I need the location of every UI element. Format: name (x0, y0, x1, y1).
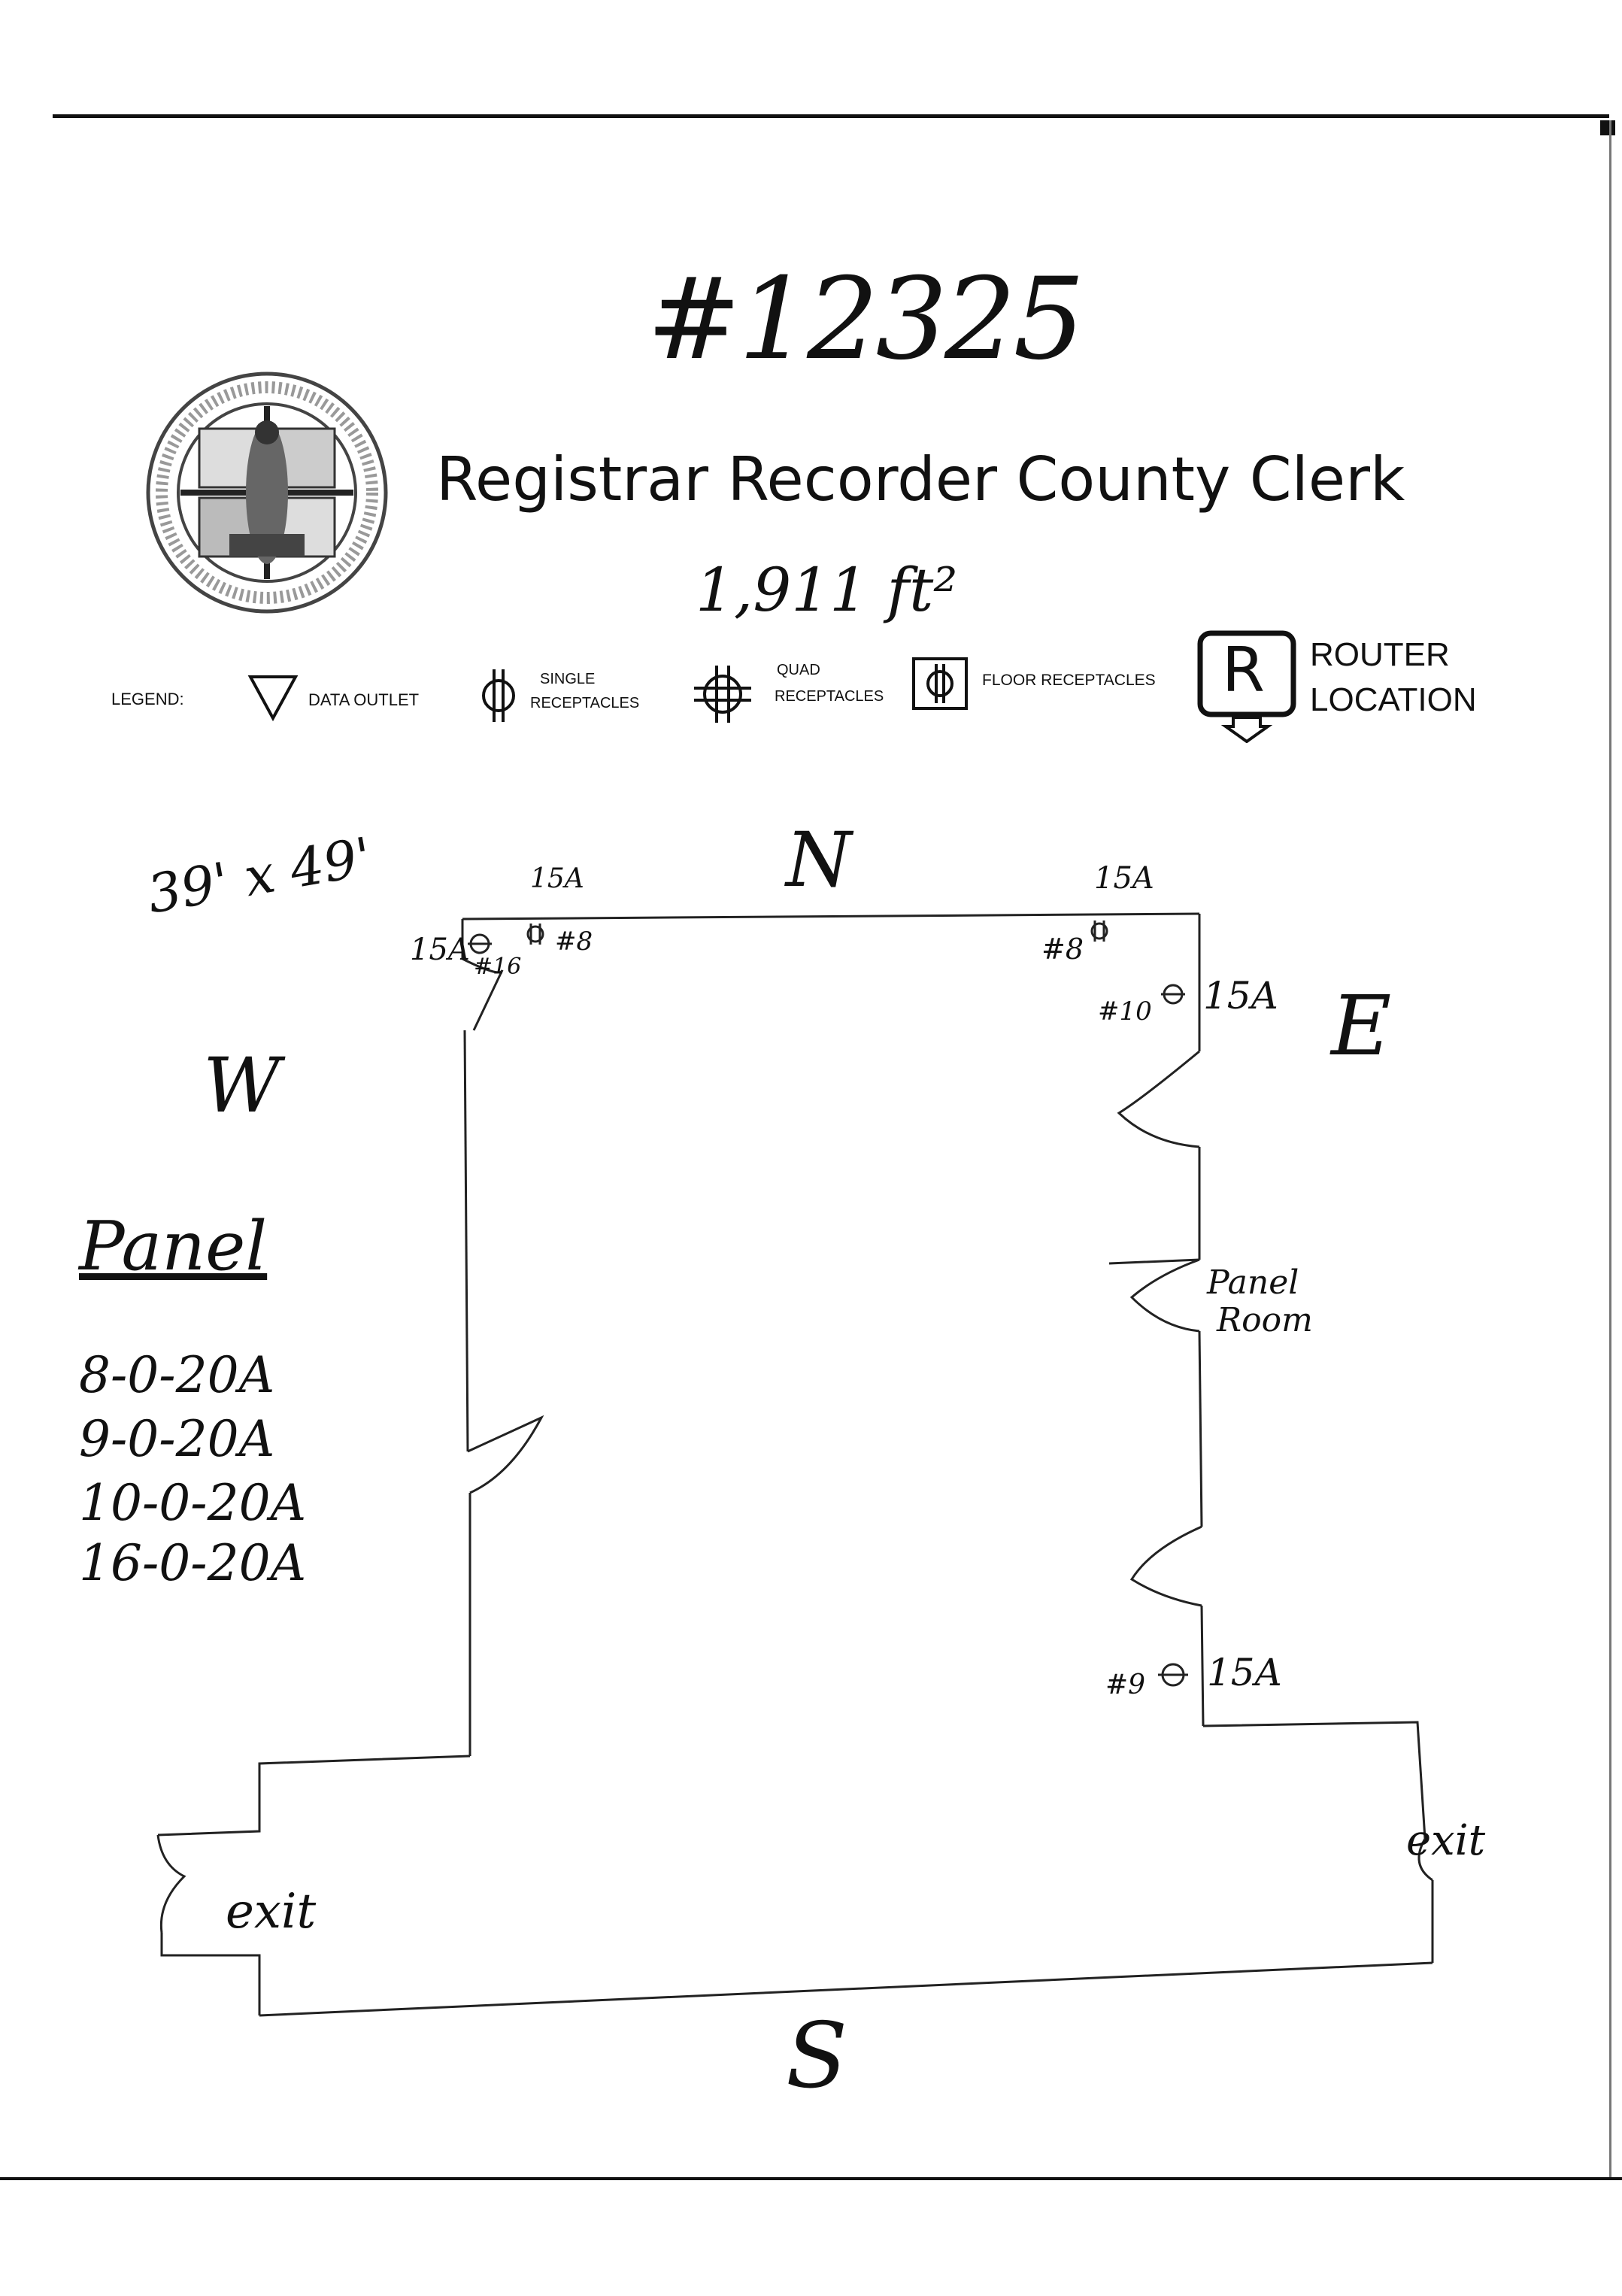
amp-label: 15A (410, 933, 470, 967)
circuit-label: #9 (1105, 1670, 1146, 1700)
compass-south: S (786, 2004, 848, 2109)
circuit-label: #8 (555, 927, 593, 957)
compass-east: E (1331, 978, 1392, 1074)
amp-label: 15A (1203, 974, 1278, 1018)
amp-label: 15A (530, 863, 584, 894)
data-outlet-symbol-icon (247, 675, 299, 722)
scan-border-top (53, 114, 1609, 118)
circuit-label: #16 (474, 954, 522, 980)
panel-heading: Panel (79, 1207, 268, 1286)
amp-label: 15A (1094, 861, 1154, 896)
exit-label: exit (226, 1884, 317, 1940)
legend-single-line2: RECEPTACLES (530, 695, 640, 711)
area-label: 1,911 ft² (696, 555, 958, 625)
exit-label: exit (1406, 1816, 1486, 1865)
panel-circuit: 9-0-20A (79, 1410, 275, 1468)
legend-single-line1: SINGLE (540, 671, 596, 687)
legend-floor: FLOOR RECEPTACLES (982, 672, 1156, 689)
router-symbol-icon (1197, 630, 1296, 743)
legend-quad-line1: QUAD (777, 662, 820, 678)
compass-north: N (786, 816, 852, 904)
panel-circuit: 16-0-20A (79, 1534, 307, 1592)
scan-border-bottom (0, 2177, 1622, 2180)
panel-circuit: 10-0-20A (79, 1474, 307, 1532)
panel-room-label-line1: Panel (1207, 1263, 1299, 1302)
floor-receptacle-symbol-icon (912, 657, 968, 710)
amp-label: 15A (1207, 1651, 1282, 1694)
legend-label: LEGEND: (111, 690, 184, 708)
panel-circuit: 8-0-20A (79, 1346, 275, 1404)
scan-border-right (1609, 120, 1611, 2177)
county-seal-logo (146, 372, 388, 614)
job-number: #12325 (647, 254, 1085, 385)
panel-room-label-line2: Room (1217, 1301, 1313, 1339)
circuit-label: #10 (1098, 996, 1152, 1027)
single-receptacle-symbol-icon (482, 669, 515, 722)
legend-router-line2: LOCATION (1310, 681, 1477, 718)
legend-data-outlet: DATA OUTLET (308, 690, 420, 709)
legend-router-line1: ROUTER (1310, 636, 1450, 673)
compass-west: W (203, 1042, 280, 1130)
scan-corner-mark (1600, 120, 1615, 135)
page-title: Registrar Recorder County Clerk (436, 444, 1405, 514)
quad-receptacle-symbol-icon (694, 666, 751, 723)
circuit-label: #8 (1041, 933, 1084, 966)
legend-quad-line2: RECEPTACLES (775, 688, 884, 705)
router-letter: R (1222, 635, 1265, 706)
